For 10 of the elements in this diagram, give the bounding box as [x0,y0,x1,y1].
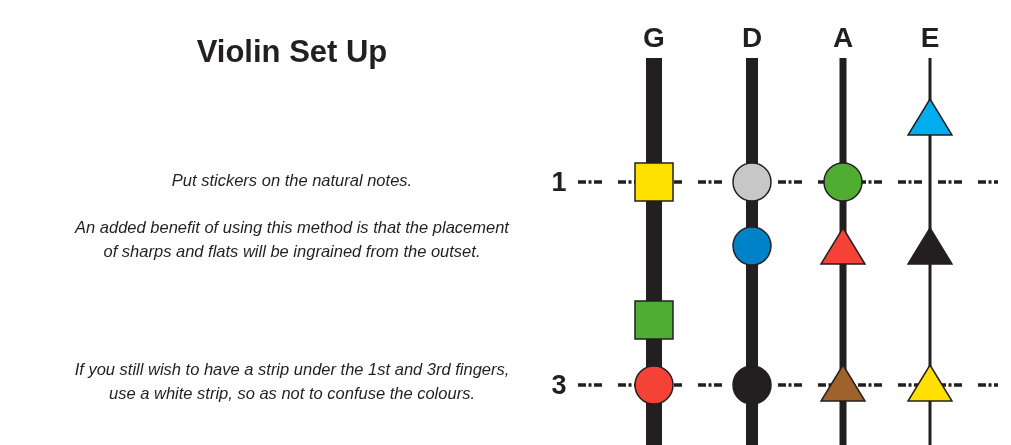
finger-number: 1 [551,165,567,199]
finger-number: 3 [551,368,567,402]
string-name: D [741,21,763,55]
instruction-text: Put stickers on the natural notes. [170,170,414,192]
string-name: E [920,21,940,55]
title: Violin Set Up [196,34,388,70]
instruction-text: If you still wish to have a strip under the 1st and 3rd fingers, use a white strip, so as not to confuse the colours. [73,359,511,404]
instruction-text: An added benefit of using this method is that the placement of sharps and flats will be ingrained from the outset. [73,217,511,262]
string-name: G [643,21,665,55]
string-name: A [832,21,854,55]
